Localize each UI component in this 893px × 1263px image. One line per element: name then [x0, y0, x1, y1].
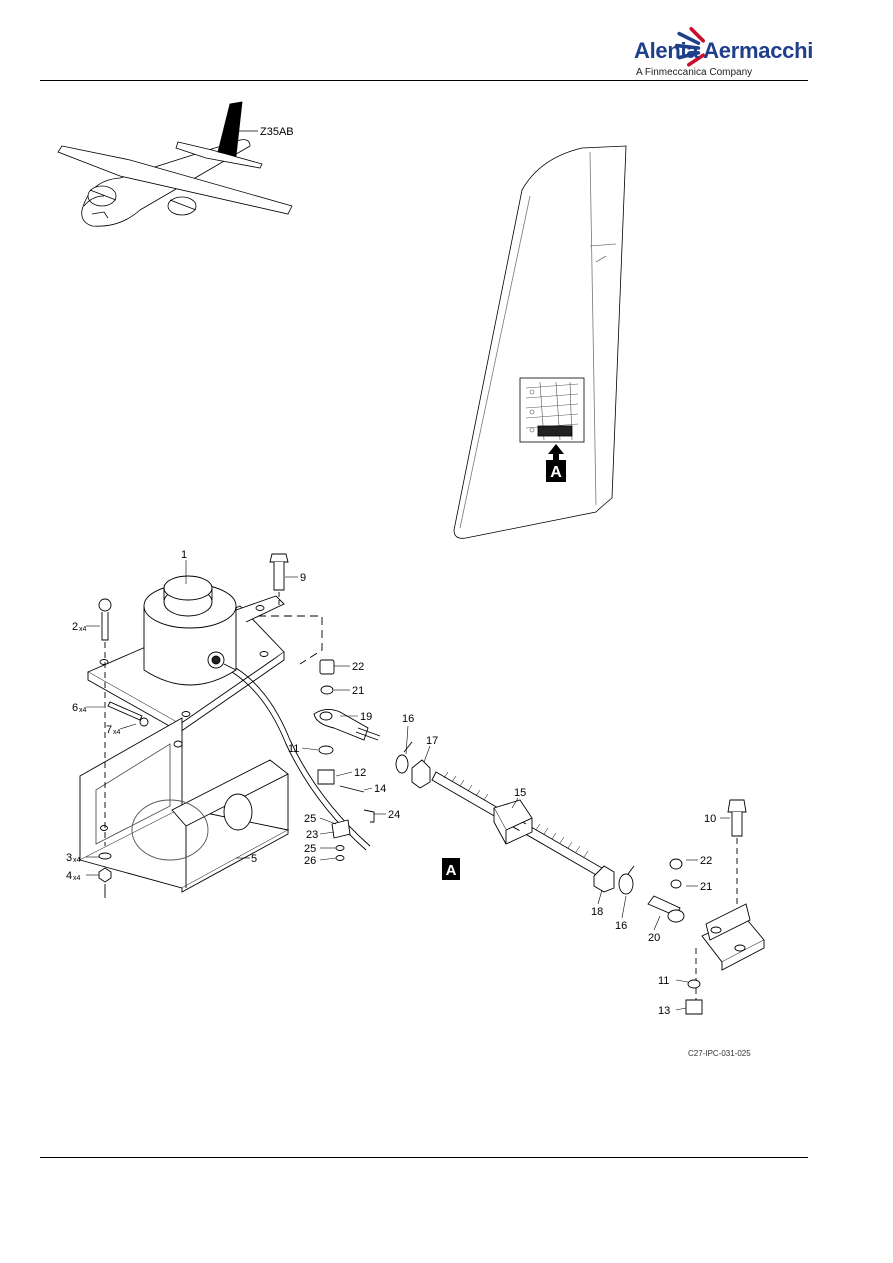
callout-17: 17 — [426, 735, 438, 747]
callout-leaders — [86, 560, 730, 1011]
callout-10: 10 — [704, 813, 716, 825]
callout-5: 5 — [251, 853, 257, 865]
callout-22-right: 22 — [700, 855, 712, 867]
exploded-assembly-illustration — [79, 553, 765, 1015]
callout-2: 2 — [72, 621, 78, 633]
vertical-fin-illustration — [453, 145, 627, 539]
callout-18: 18 — [591, 906, 603, 918]
callout-19: 19 — [360, 711, 372, 723]
callout-14: 14 — [374, 783, 386, 795]
aircraft-locator-illustration — [57, 101, 293, 227]
zone-label: Z35AB — [260, 126, 294, 138]
callout-26: 26 — [304, 855, 316, 867]
view-arrow-icon — [548, 444, 564, 460]
multiplier-2: x4 — [79, 626, 87, 633]
callout-25-upper: 25 — [304, 813, 316, 825]
figure-code: C27-IPC-031-025 — [688, 1049, 751, 1058]
brand-name: Alenia Aermacchi — [634, 38, 814, 63]
callout-21-left: 21 — [352, 685, 364, 697]
callout-20: 20 — [648, 932, 660, 944]
callout-23: 23 — [306, 829, 318, 841]
view-marker-box — [546, 460, 566, 482]
multiplier-3: x4 — [73, 857, 81, 864]
header-rule — [40, 80, 808, 81]
callout-9: 9 — [300, 572, 306, 584]
callout-3: 3 — [66, 852, 72, 864]
multiplier-4: x4 — [73, 875, 81, 882]
callout-21-right: 21 — [700, 881, 712, 893]
detail-marker-letter: A — [446, 862, 457, 879]
callout-22-left: 22 — [352, 661, 364, 673]
callout-1: 1 — [181, 549, 187, 561]
callout-6: 6 — [72, 702, 78, 714]
callout-7: 7 — [106, 724, 112, 736]
callout-4: 4 — [66, 870, 72, 882]
brand-tagline: A Finmeccanica Company — [636, 67, 753, 78]
callout-16-right: 16 — [615, 920, 627, 932]
multiplier-6: x4 — [79, 707, 87, 714]
callout-15: 15 — [514, 787, 526, 799]
callout-11-right: 11 — [658, 975, 669, 987]
callout-24: 24 — [388, 809, 400, 821]
multiplier-7: x4 — [113, 729, 121, 736]
callout-12: 12 — [354, 767, 366, 779]
callout-16-left: 16 — [402, 713, 414, 725]
callout-25-lower: 25 — [304, 843, 316, 855]
footer-rule — [40, 1157, 808, 1158]
callout-11-left: 11 — [288, 743, 299, 755]
detail-marker-box — [442, 858, 460, 880]
brand-logo-icon — [675, 27, 705, 67]
callout-13: 13 — [658, 1005, 670, 1017]
view-marker-letter: A — [550, 464, 562, 481]
